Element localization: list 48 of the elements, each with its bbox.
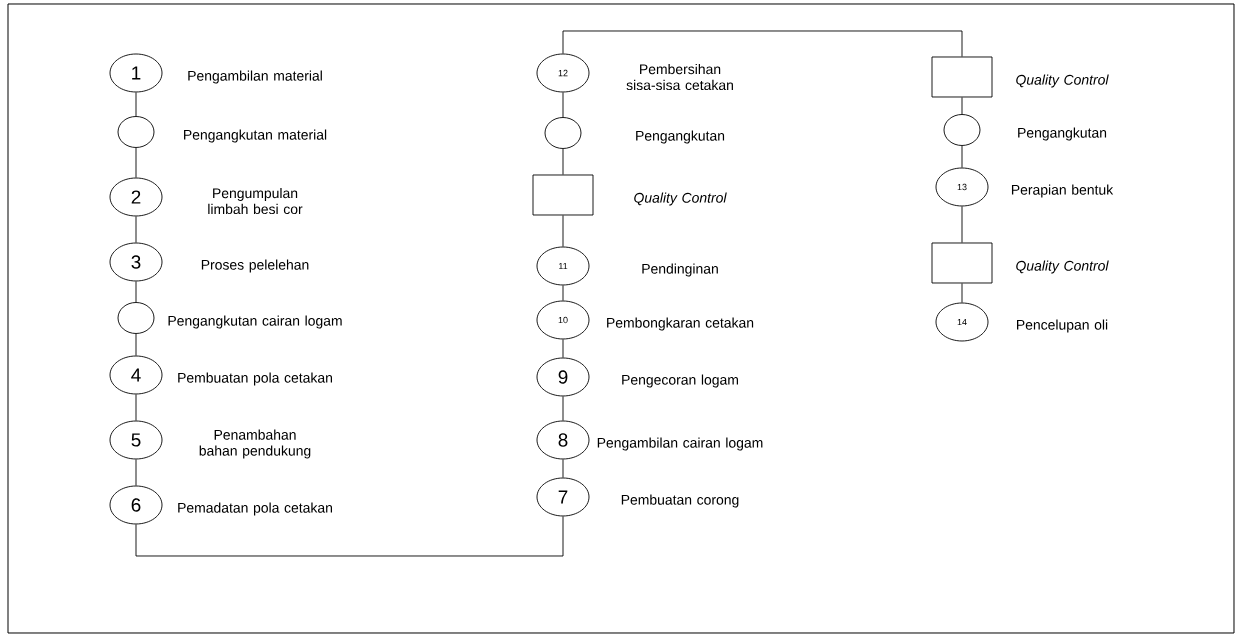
connector-line (562, 30, 963, 57)
step-label: Quality Control (1016, 260, 1109, 274)
step-label: Pendinginan (642, 263, 718, 277)
step-label: Pemadatan pola cetakan (178, 502, 332, 516)
step-label: Pengambilan material (188, 70, 322, 84)
step-label: Pembuatan pola cetakan (178, 372, 332, 386)
step-label: Quality Control (634, 192, 727, 206)
step-label: Pengangkutan (1018, 127, 1107, 141)
inspection-square (532, 174, 594, 216)
transport-circle (117, 302, 155, 334)
connector-line (135, 459, 137, 486)
connector-line (961, 97, 963, 115)
inspection-square (931, 56, 993, 98)
step-label: Pengambilan cairan logam (597, 437, 763, 451)
inspection-square (931, 242, 993, 284)
step-label: Perapian bentuk (1011, 184, 1114, 198)
step-label: Pembuatan corong (621, 494, 739, 508)
transport-circle (544, 117, 582, 149)
step-label: Pengangkutan material (184, 129, 327, 143)
connector-line (562, 148, 564, 175)
connector-line (562, 215, 564, 247)
step-label: Pengangkutan (636, 130, 725, 144)
connector-line (562, 285, 564, 301)
connector-line (961, 206, 963, 243)
connector-line (562, 396, 564, 421)
connector-line (135, 92, 137, 117)
connector-line (961, 145, 963, 168)
connector-line (135, 147, 137, 178)
step-label: Pembersihan sisa-sisa cetakan (626, 63, 733, 91)
step-label: Pengecoran logam (622, 374, 738, 388)
connector-line (135, 216, 137, 243)
step-label: Proses pelelehan (201, 259, 309, 273)
connector-line (135, 394, 137, 421)
step-label: Pencelupan oli (1017, 319, 1108, 333)
connector-line (562, 92, 564, 118)
connector-line (961, 283, 963, 303)
step-label: Pengumpulan limbah besi cor (208, 187, 303, 215)
connector-line (562, 339, 564, 358)
connector-line (135, 333, 137, 356)
step-label: Quality Control (1016, 74, 1109, 88)
step-label: Penambahan bahan pendukung (199, 429, 311, 459)
connector-line (135, 281, 137, 303)
step-label: Pengangkutan cairan logam (168, 315, 342, 329)
transport-circle (943, 114, 981, 146)
connector-line (135, 516, 564, 557)
connector-line (562, 459, 564, 478)
transport-circle (117, 116, 155, 148)
step-label: Pembongkaran cetakan (607, 317, 754, 331)
